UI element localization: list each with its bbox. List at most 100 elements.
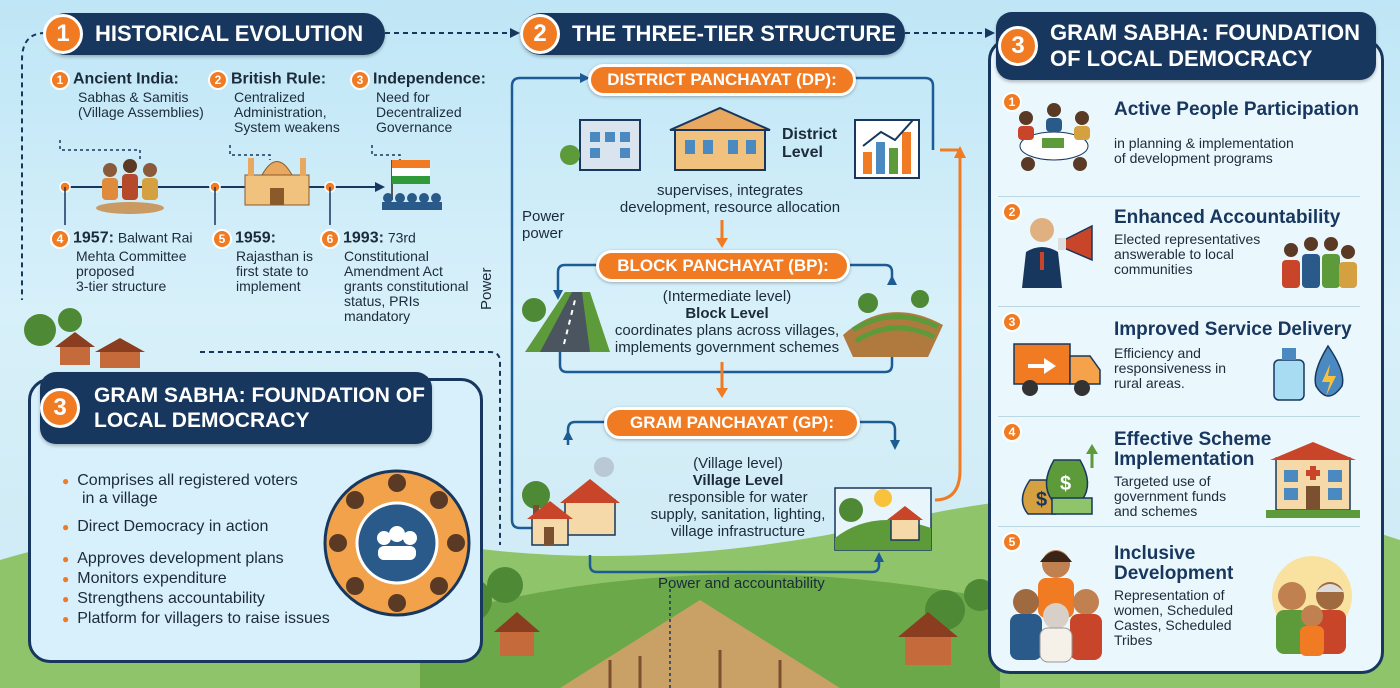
gram-sabha-item-2: Direct Democracy in action (62, 518, 352, 536)
evolution-text-6a: 73rd (387, 229, 416, 246)
evolution-text-4b: Mehta Committee (76, 248, 187, 264)
water-energy-icon (1273, 344, 1344, 401)
gram-sabha-item-4: Monitors expenditure (62, 570, 352, 588)
gram-sabha-item-6: Platform for villagers to raise issues (62, 610, 352, 628)
evolution-title-2: British Rule: (231, 70, 327, 88)
crowd-icon (1282, 237, 1357, 288)
benefit-number-3: 3 (1002, 312, 1022, 332)
district-buildings-icon (560, 106, 771, 171)
village-sun-icon (834, 487, 932, 551)
benefit-number-5: 5 (1002, 532, 1022, 552)
evolution-text-4a: Balwant Rai (117, 229, 193, 246)
evolution-text-2a: Centralized (234, 89, 305, 105)
evolution-title-6: 1993: (343, 229, 384, 247)
section2-header: 2 THE THREE-TIER STRUCTURE (520, 13, 905, 55)
benefit-number-2: 2 (1002, 202, 1022, 222)
section3-header: 3 GRAM SABHA: FOUNDATION OF LOCAL DEMOCR… (996, 12, 1376, 80)
gram-desc: (Village level) Village Level responsibl… (650, 455, 826, 540)
evolution-text-2c: System weakens (234, 119, 340, 135)
palace-icon (244, 158, 310, 206)
flag-crowd-icon (382, 160, 442, 210)
section2-number: 2 (520, 14, 560, 54)
section3b-title-line1: GRAM SABHA: FOUNDATION OF (94, 384, 425, 407)
evolution-text-5b: first state to (236, 263, 309, 279)
evolution-text-3c: Governance (376, 119, 453, 135)
money-bags-icon: $ $ (1021, 444, 1098, 515)
delivery-truck-icon (1013, 343, 1101, 396)
benefit-title-3: Improved Service Delivery (1114, 319, 1352, 340)
community-circle-icon (323, 469, 471, 617)
evolution-text-6d: grants constitutional (344, 278, 469, 294)
tier-label-gram: GRAM PANCHAYAT (GP): (604, 407, 860, 439)
benefit-card-2: 2 Enhanced Accountability Elected repres… (998, 196, 1360, 307)
tier-label-block: BLOCK PANCHAYAT (BP): (596, 250, 850, 282)
evolution-number-3: 3 (350, 70, 370, 90)
evolution-text-1b: (Village Assemblies) (78, 104, 204, 120)
timeline-graphic (59, 140, 442, 225)
evolution-title-5: 1959: (235, 229, 276, 247)
section3-number: 3 (998, 26, 1038, 66)
section3-title-line1: GRAM SABHA: FOUNDATION (1050, 20, 1361, 45)
evolution-number-6: 6 (320, 229, 340, 249)
benefit-title-1: Active People Participation (1114, 99, 1359, 120)
section1-number: 1 (43, 14, 83, 54)
people-meeting-icon (1018, 103, 1090, 171)
evolution-number-1: 1 (50, 70, 70, 90)
gram-sabha-item-3: Approves development plans (62, 550, 352, 568)
evolution-text-6b: Constitutional (344, 248, 429, 264)
megaphone-speaker-icon (1022, 218, 1093, 288)
farmland-icon (843, 290, 943, 357)
section3b-title-line2: LOCAL DEMOCRACY (94, 409, 310, 432)
evolution-title-3: Independence: (373, 70, 486, 88)
svg-text:$: $ (1060, 473, 1071, 495)
evolution-text-4d: 3-tier structure (76, 278, 167, 294)
evolution-text-5a: Rajasthan is (236, 248, 314, 264)
section3b-number: 3 (40, 388, 80, 428)
evolution-text-2b: Administration, (234, 104, 327, 120)
gram-sabha-item-5: Strengthens accountability (62, 590, 352, 608)
evolution-number-4: 4 (50, 229, 70, 249)
village-houses-icon (522, 457, 620, 546)
benefit-title-2: Enhanced Accountability (1114, 207, 1341, 228)
hospital-building-icon (1266, 442, 1360, 518)
section2-title: THE THREE-TIER STRUCTURE (572, 21, 896, 46)
evolution-text-6c: Amendment Act (344, 263, 443, 279)
evolution-text-1a: Sabhas & Samitis (78, 89, 189, 105)
evolution-number-5: 5 (212, 229, 232, 249)
evolution-text-4c: proposed (76, 263, 135, 279)
evolution-number-2: 2 (208, 70, 228, 90)
evolution-text-6f: mandatory (344, 308, 411, 324)
section3-title-line2: OF LOCAL DEMOCRACY (1050, 46, 1313, 71)
power-side-label: Power (478, 267, 495, 310)
section1-header: 1 HISTORICAL EVOLUTION (43, 13, 385, 55)
power-accountability-label: Power and accountability (658, 575, 825, 592)
section1-title: HISTORICAL EVOLUTION (95, 21, 364, 46)
evolution-text-3b: Decentralized (376, 104, 462, 120)
diverse-people-icon (1010, 550, 1102, 663)
villagers-icon (96, 159, 164, 214)
benefit-number-1: 1 (1002, 92, 1022, 112)
benefit-card-3: 3 Improved Service Delivery Efficiency a… (998, 306, 1360, 417)
evolution-text-3a: Need for (376, 89, 430, 105)
